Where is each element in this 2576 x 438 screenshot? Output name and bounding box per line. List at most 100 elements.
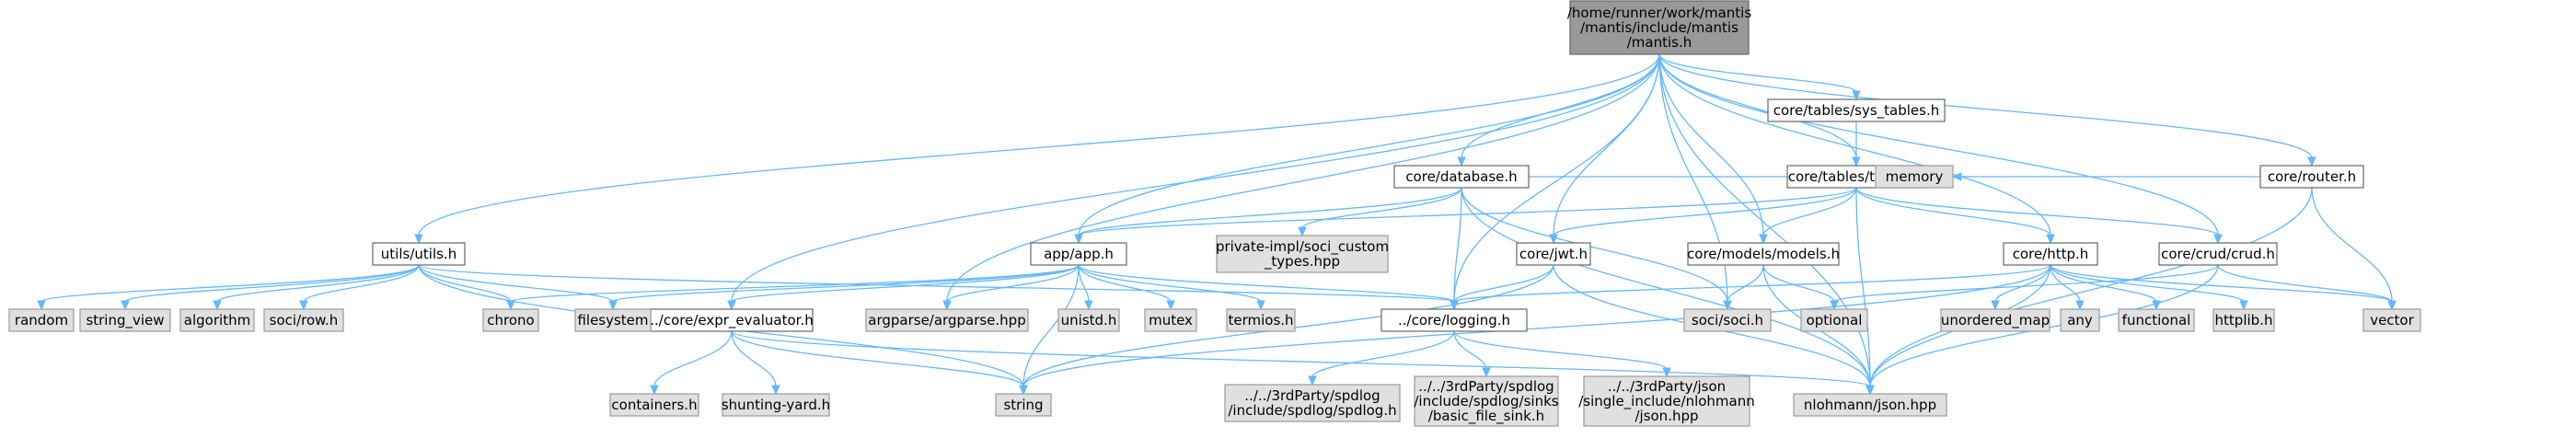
node-box [2118, 308, 2195, 332]
edge-utils-to-random [37, 264, 420, 311]
node-label: chrono [487, 312, 534, 328]
node-label: string_view [86, 312, 164, 329]
node-label: /single_include/nlohmann [1578, 393, 1755, 410]
edge-main-to-app [1074, 53, 1660, 245]
node-crud[interactable]: core/crud/crud.h [2158, 242, 2278, 266]
node-box [1767, 98, 1946, 122]
node-box [1800, 308, 1868, 332]
node-label: _types.hpp [1264, 253, 1340, 271]
node-app[interactable]: app/app.h [1030, 242, 1127, 266]
node-sys-tables[interactable]: core/tables/sys_tables.h [1767, 98, 1946, 122]
node-database[interactable]: core/database.h [1393, 165, 1530, 189]
node-box [372, 242, 466, 266]
edge-main-to-database [1457, 53, 1660, 167]
node-box [1569, 0, 1750, 55]
node-string-view: string_view [79, 308, 171, 332]
node-label: containers.h [611, 397, 697, 413]
node-expr[interactable]: ../core/expr_evaluator.h [650, 308, 814, 332]
edge-crud-to-optional [1830, 264, 2219, 311]
edge-tables-to-jwt [1549, 187, 1857, 245]
edge-expr-to-nlohmann_json [731, 330, 1875, 396]
node-box [1793, 393, 1947, 417]
node-layer: /home/runner/work/mantis/mantis/include/… [8, 0, 2421, 427]
node-box [2212, 308, 2275, 332]
node-box [1226, 308, 1296, 332]
node-box [865, 308, 1029, 332]
node-main[interactable]: /home/runner/work/mantis/mantis/include/… [1567, 0, 1751, 55]
node-box [1414, 375, 1559, 427]
node-box [8, 308, 75, 332]
node-soci: soci/soci.h [1683, 308, 1772, 332]
node-label: argparse/argparse.hpp [868, 312, 1025, 328]
node-label: httplib.h [2215, 312, 2273, 328]
node-jwt[interactable]: core/jwt.h [1516, 242, 1591, 266]
node-label: ../../3rdParty/json [1608, 378, 1726, 395]
node-box [650, 308, 814, 332]
node-label: ../core/logging.h [1398, 312, 1510, 328]
node-label: nlohmann/json.hpp [1804, 397, 1936, 413]
node-nlohmann-json: nlohmann/json.hpp [1793, 393, 1947, 417]
node-string: string [995, 393, 1052, 417]
node-box [995, 393, 1052, 417]
node-label: unistd.h [1061, 312, 1117, 328]
node-box [1393, 165, 1530, 189]
node-label: core/models/models.h [1687, 246, 1840, 262]
edge-expr-to-string [731, 330, 1028, 396]
node-unordered-map: unordered_map [1940, 308, 2050, 332]
edge-app-to-chrono [506, 264, 1080, 311]
edge-logging-to-spdlog [1308, 330, 1455, 386]
node-logging[interactable]: ../core/logging.h [1380, 308, 1528, 332]
node-box [2362, 308, 2421, 332]
edge-http-to-httplib [2050, 264, 2248, 311]
edge-expr-to-shunting [731, 330, 780, 396]
node-algorithm: algorithm [179, 308, 255, 332]
edge-tables-to-app [1074, 187, 1857, 245]
node-label: any [2067, 312, 2093, 328]
node-label: core/jwt.h [1519, 246, 1588, 262]
node-shunting: shunting-yard.h [722, 393, 830, 417]
node-label: /basic_file_sink.h [1428, 408, 1544, 425]
edge-router-to-memory [1951, 172, 2260, 181]
node-containers: containers.h [609, 393, 699, 417]
node-basic-file-sink: ../../3rdParty/spdlog/include/spdlog/sin… [1414, 375, 1559, 427]
node-termios: termios.h [1226, 308, 1296, 332]
node-label: optional [1807, 312, 1863, 328]
edge-main-to-sys_tables [1658, 53, 1861, 101]
node-utils[interactable]: utils/utils.h [372, 242, 466, 266]
edge-logging-to-basic_file_sink [1453, 330, 1491, 378]
node-label: string [1003, 397, 1043, 413]
node-box [482, 308, 539, 332]
node-functional: functional [2118, 308, 2195, 332]
edge-tables-to-crud [1855, 187, 2223, 245]
node-label: random [15, 312, 68, 328]
edge-layer [37, 53, 2397, 396]
node-box [179, 308, 255, 332]
node-box [1687, 242, 1840, 266]
edge-app-to-filesystem [608, 264, 1080, 311]
edge-database-to-nlohmann_json [1461, 187, 1875, 396]
node-label: ../../3rdParty/spdlog [1418, 378, 1554, 395]
edge-tables-to-models [1759, 187, 1857, 245]
node-box [1057, 308, 1120, 332]
node-label: core/http.h [2013, 246, 2089, 262]
edge-app-to-termios [1078, 264, 1265, 311]
node-box [1216, 235, 1389, 273]
node-http[interactable]: core/http.h [2003, 242, 2098, 266]
node-models[interactable]: core/models/models.h [1687, 242, 1840, 266]
edge-database-to-logging [1450, 187, 1462, 311]
node-label: filesystem [577, 312, 648, 328]
node-label: /include/spdlog/sinks [1414, 393, 1558, 409]
node-router[interactable]: core/router.h [2259, 165, 2364, 189]
node-label: algorithm [184, 312, 250, 328]
edge-database-to-soci_custom [1298, 187, 1462, 237]
node-label: termios.h [1228, 312, 1293, 328]
node-random: random [8, 308, 75, 332]
node-any: any [2060, 308, 2100, 332]
edge-app-to-expr [727, 264, 1080, 311]
node-label: ../../3rdParty/spdlog [1244, 387, 1380, 404]
node-box [1875, 165, 1954, 189]
edge-utils-to-algorithm [213, 264, 420, 311]
node-memory: memory [1875, 165, 1954, 189]
node-box [1224, 384, 1401, 422]
node-label: private-impl/soci_custom [1216, 238, 1389, 256]
